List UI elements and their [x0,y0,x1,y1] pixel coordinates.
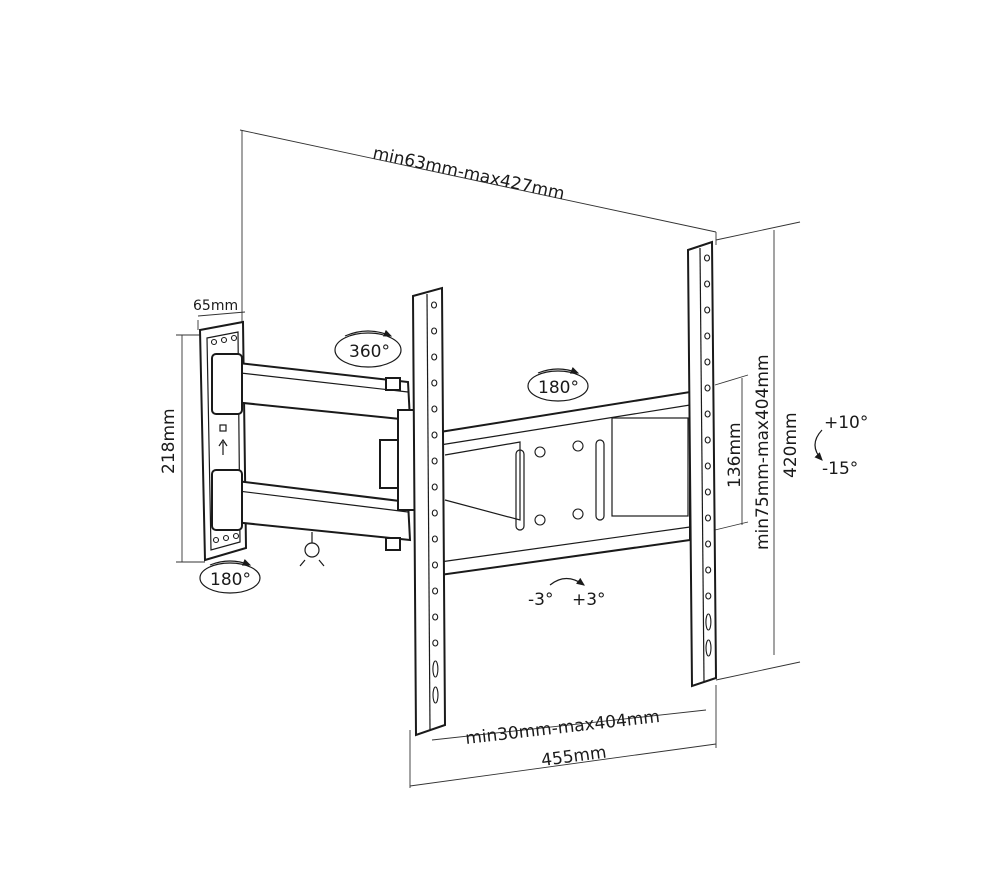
rail-hole [704,436,711,444]
vertical-rails [411,240,718,737]
rail-hole [705,639,712,657]
rail-hole [432,613,439,621]
rail-hole [703,254,711,262]
rail-hole [705,540,712,548]
rail-hole [704,384,711,392]
rail-hole [432,587,439,595]
label-overall-width: 455mm [540,743,608,771]
rail-hole [704,462,711,470]
label-rail-height: 420mm [781,412,801,478]
rail-hole [432,660,439,678]
label-inner-height: 136mm [725,422,745,488]
label-wall-swivel: 180° [210,570,251,590]
rail-hole [705,613,712,631]
label-rotate-right: +3° [572,590,606,610]
rail-hole [705,592,712,600]
rail-hole [430,301,438,309]
label-tilt-down: -15° [822,459,858,479]
label-arm-extension: min63mm-max427mm [371,143,566,204]
rail-hole [704,280,711,288]
label-tilt-up: +10° [824,413,868,433]
rail-hole [704,410,711,418]
rail-hole [431,379,438,387]
label-bracket-swivel: 180° [538,378,579,398]
label-wall-plate-height: 218mm [159,408,179,474]
cross-frame [439,390,691,577]
dimension-lines [176,129,801,788]
rail-hole [704,332,711,340]
rail-hole [432,639,439,647]
label-vesa-vertical: min75mm-max404mm [753,354,773,550]
rail-hole [431,561,439,569]
label-vesa-horizontal: min30mm-max404mm [464,707,661,749]
rail-hole [704,488,711,496]
rail-hole [704,358,711,366]
rail-hole [431,353,438,361]
rail-hole [431,431,438,439]
rail-hole [431,509,438,517]
rail-hole [431,327,438,335]
rail-hole [704,306,711,314]
rail-hole [431,457,438,465]
rail-hole [431,535,438,543]
rotation-indicators [199,329,823,594]
rail-hole [431,483,438,491]
rail-hole [431,405,438,413]
rail-hole [432,686,439,704]
rail-hole [705,566,712,574]
swing-arms [210,353,419,567]
label-rotate-left: -3° [528,590,553,610]
rail-hole [704,514,712,522]
label-wall-plate-depth: 65mm [193,298,238,314]
label-arm-swivel: 360° [349,342,390,362]
